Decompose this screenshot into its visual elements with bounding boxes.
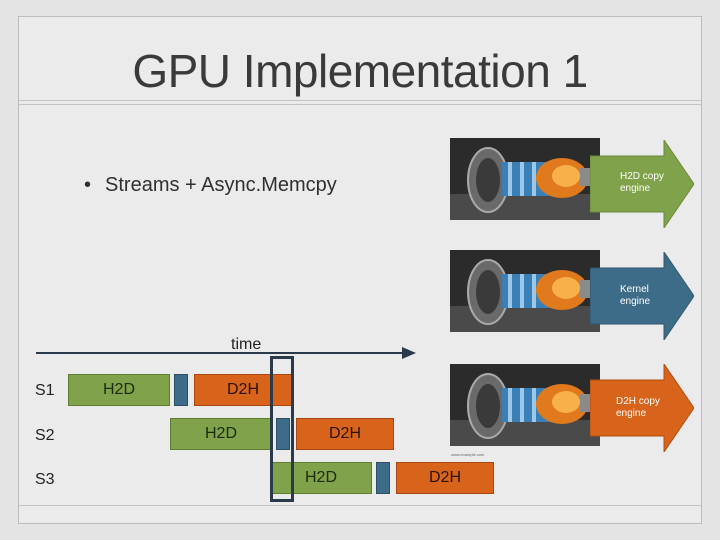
s1-kernel-block: [174, 374, 188, 406]
jet-engine-image-kernel: [450, 250, 600, 332]
s1-h2d-block: H2D: [68, 374, 170, 406]
time-window-highlight: [270, 356, 294, 502]
s3-kernel-block: [376, 462, 390, 494]
bullet-item: • Streams + Async.Memcpy: [84, 174, 337, 197]
s1-d2h-block: D2H: [194, 374, 292, 406]
image-credit: www.example.com: [451, 452, 485, 457]
slide-title: GPU Implementation 1: [132, 45, 588, 97]
s2-h2d-block: H2D: [170, 418, 272, 450]
s3-h2d-block: H2D: [270, 462, 372, 494]
title-divider-bottom: [18, 104, 702, 105]
jet-engine-icon: [450, 138, 600, 220]
jet-engine-icon: [450, 250, 600, 332]
bullet-text: Streams + Async.Memcpy: [105, 174, 337, 196]
jet-engine-image-d2h: [450, 364, 600, 446]
arrow-shape: [589, 138, 695, 230]
footer-divider: [18, 505, 702, 506]
s3-d2h-block: D2H: [396, 462, 494, 494]
bullet-dot: •: [84, 174, 92, 196]
s2-kernel-block: [276, 418, 290, 450]
title-divider-top: [18, 100, 702, 101]
time-axis-label: time: [231, 336, 262, 353]
stream-label-s1: S1: [35, 382, 55, 399]
arrow-shape: [589, 362, 695, 454]
arrow-shape: [589, 250, 695, 342]
stream-label-s3: S3: [35, 471, 55, 488]
s2-d2h-block: D2H: [296, 418, 394, 450]
jet-engine-image-h2d: [450, 138, 600, 220]
jet-engine-icon: [450, 364, 600, 446]
time-axis-arrow: [36, 347, 416, 359]
stream-label-s2: S2: [35, 427, 55, 444]
